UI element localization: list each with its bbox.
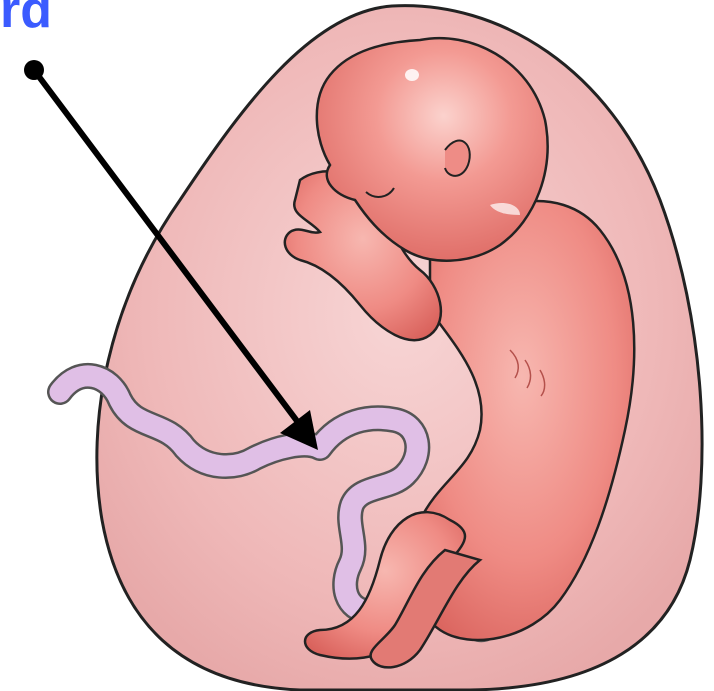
arrow-start-dot	[24, 60, 44, 80]
head-highlight	[405, 69, 419, 81]
fetus-ear	[445, 141, 470, 176]
